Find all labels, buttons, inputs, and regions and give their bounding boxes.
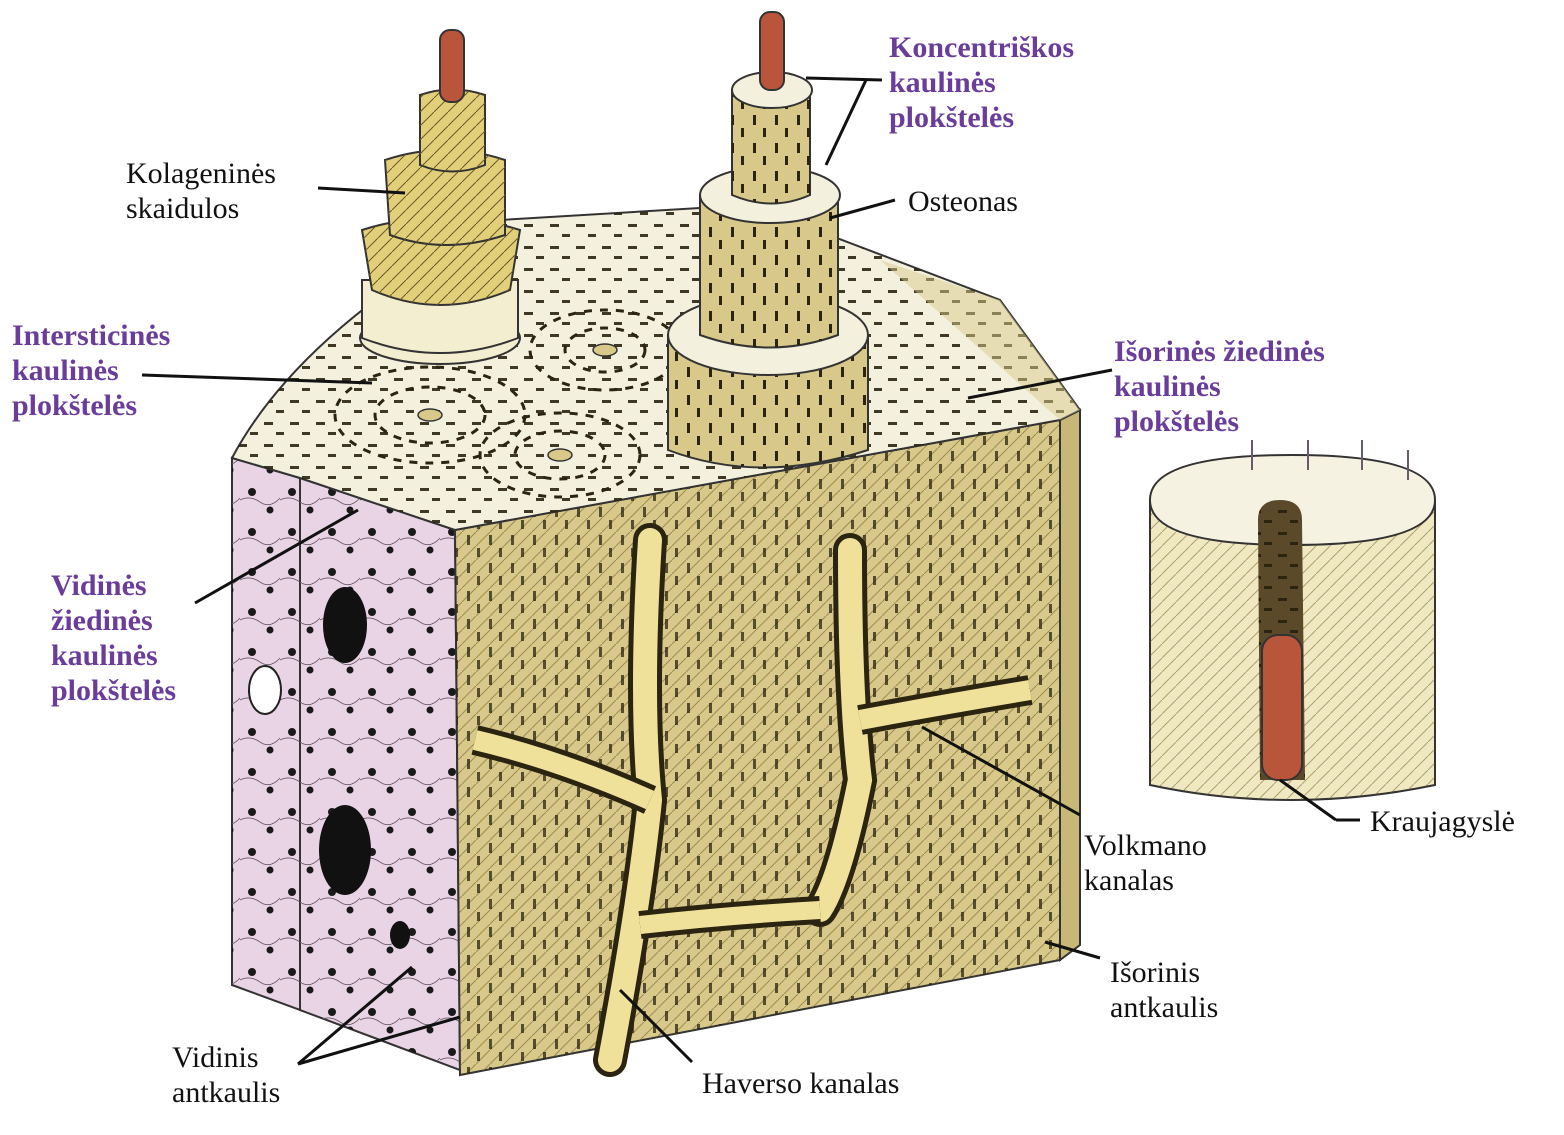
label-osteon: Osteonas — [908, 185, 1018, 218]
label-blood-vessel: Kraujagyslė — [1370, 805, 1515, 838]
label-haversian-canal: Haverso kanalas — [702, 1067, 900, 1100]
label-collagen-fibres: Kolageninės skaidulos — [126, 157, 276, 225]
label-concentric-lamellae: Koncentriškos kaulinės plokštelės — [889, 31, 1075, 134]
leader-lines — [141, 76, 1360, 1066]
label-volkmann-canal: Volkmano kanalas — [1084, 829, 1207, 897]
label-inner-circumferential-lamellae: Vidinės žiedinės kaulinės plokštelės — [51, 569, 177, 707]
collagen-osteon — [359, 29, 522, 365]
label-periosteum: Išorinis antkaulis — [1110, 956, 1219, 1024]
concentric-osteon — [667, 11, 869, 469]
front-section-face — [453, 408, 1081, 1077]
canal-system — [471, 523, 1033, 1077]
inset-osteon — [1148, 440, 1437, 801]
label-endosteum: Vidinis antkaulis — [172, 1041, 281, 1109]
label-interstitial-lamellae: Intersticinės kaulinės plokštelės — [12, 319, 171, 422]
label-outer-circumferential-lamellae: Išorinės žiedinės kaulinės plokštelės — [1114, 335, 1325, 438]
endosteum-face — [231, 456, 462, 1072]
